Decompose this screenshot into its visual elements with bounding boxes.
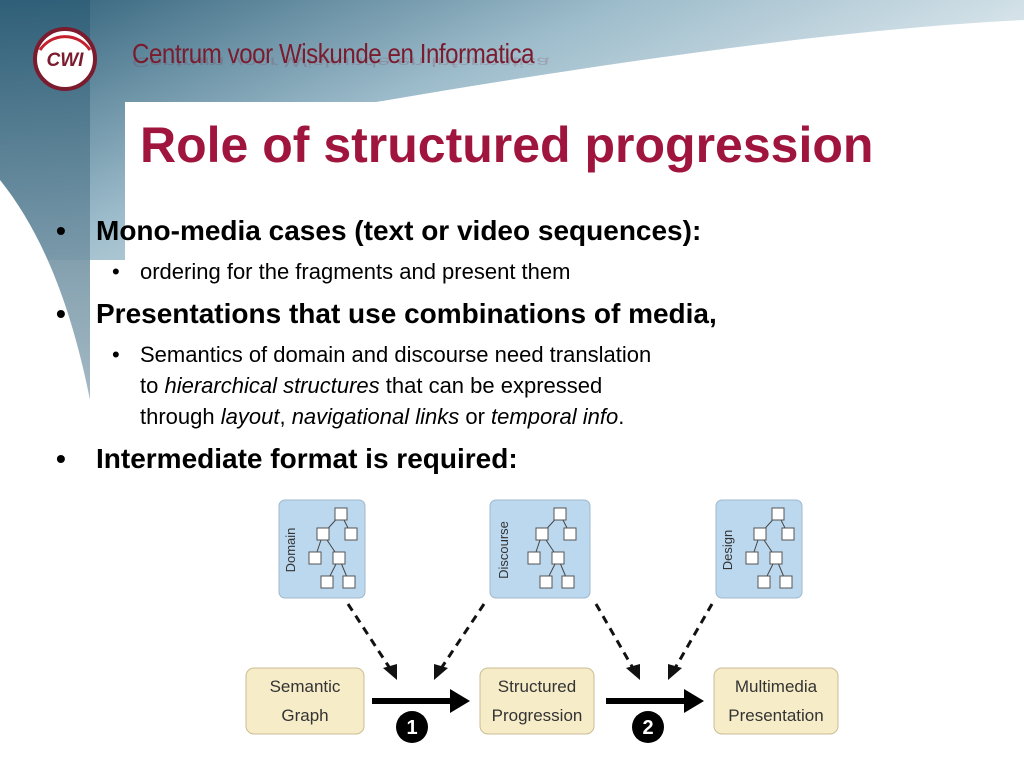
bullet-list: • Mono-media cases (text or video sequen… <box>56 208 996 476</box>
bullet-text: Mono-media cases (text or video sequence… <box>96 215 702 246</box>
svg-text:CWI: CWI <box>47 50 85 71</box>
emphasis-text: navigational links <box>291 404 460 429</box>
svg-text:Design: Design <box>720 530 735 570</box>
svg-text:Progression: Progression <box>492 706 583 725</box>
emphasis-text: layout <box>220 404 280 429</box>
svg-text:Graph: Graph <box>281 706 328 725</box>
emphasis-text: temporal info <box>491 404 619 429</box>
svg-text:Structured: Structured <box>498 677 576 696</box>
bullet-line: Semantics of domain and discourse need t… <box>140 342 652 367</box>
svg-text:Semantic: Semantic <box>270 677 341 696</box>
bullet-dot: • <box>112 342 120 367</box>
step-arrow-2 <box>606 689 704 713</box>
svg-text:Domain: Domain <box>283 528 298 573</box>
bullet-level2: • Semantics of domain and discourse need… <box>56 339 996 432</box>
bullet-text: Intermediate format is required: <box>96 443 518 474</box>
bullet-line: to hierarchical structures that can be e… <box>140 370 996 401</box>
structured-progression-box: Structured Progression <box>479 667 595 735</box>
bullet-text: ordering for the fragments and present t… <box>140 259 571 284</box>
svg-text:1: 1 <box>406 717 417 739</box>
dashed-arrows <box>346 603 714 671</box>
bullet-level1: • Presentations that use combinations of… <box>56 297 996 331</box>
svg-text:Multimedia: Multimedia <box>735 677 818 696</box>
bullet-line: through layout, navigational links or te… <box>140 401 996 432</box>
text-run: , <box>279 404 292 429</box>
slide-title: Role of structured progression <box>140 117 874 173</box>
svg-text:2: 2 <box>642 717 653 739</box>
bullet-dot: • <box>56 215 66 246</box>
bullet-text: Presentations that use combinations of m… <box>96 298 717 329</box>
emphasis-text: hierarchical structures <box>164 373 380 398</box>
domain-tree-panel: Domain <box>278 499 366 599</box>
step-number-2: 2 <box>632 711 664 743</box>
text-run: that can be expressed <box>379 373 603 398</box>
step-number-1: 1 <box>396 711 428 743</box>
design-tree-panel: Design <box>715 499 803 599</box>
bullet-level1: • Intermediate format is required: <box>56 442 996 476</box>
text-run: to <box>140 373 165 398</box>
multimedia-presentation-box: Multimedia Presentation <box>713 667 839 735</box>
bullet-level1: • Mono-media cases (text or video sequen… <box>56 214 996 248</box>
semantic-graph-box: Semantic Graph <box>245 667 365 735</box>
step-arrow-1 <box>372 689 470 713</box>
organization-name: Centrum voor Wiskunde en Informatica <box>132 38 535 69</box>
dashed-arrow-heads <box>383 664 682 680</box>
cwi-logo: CWI <box>33 27 97 91</box>
svg-text:Presentation: Presentation <box>728 706 823 725</box>
bullet-dot: • <box>56 443 66 474</box>
text-run: . <box>618 404 625 429</box>
text-run: through <box>140 404 221 429</box>
text-run: or <box>459 404 492 429</box>
discourse-tree-panel: Discourse <box>489 499 591 599</box>
bullet-dot: • <box>56 298 66 329</box>
bullet-dot: • <box>112 259 120 284</box>
bullet-level2: • ordering for the fragments and present… <box>56 256 996 287</box>
svg-text:Discourse: Discourse <box>496 521 511 579</box>
